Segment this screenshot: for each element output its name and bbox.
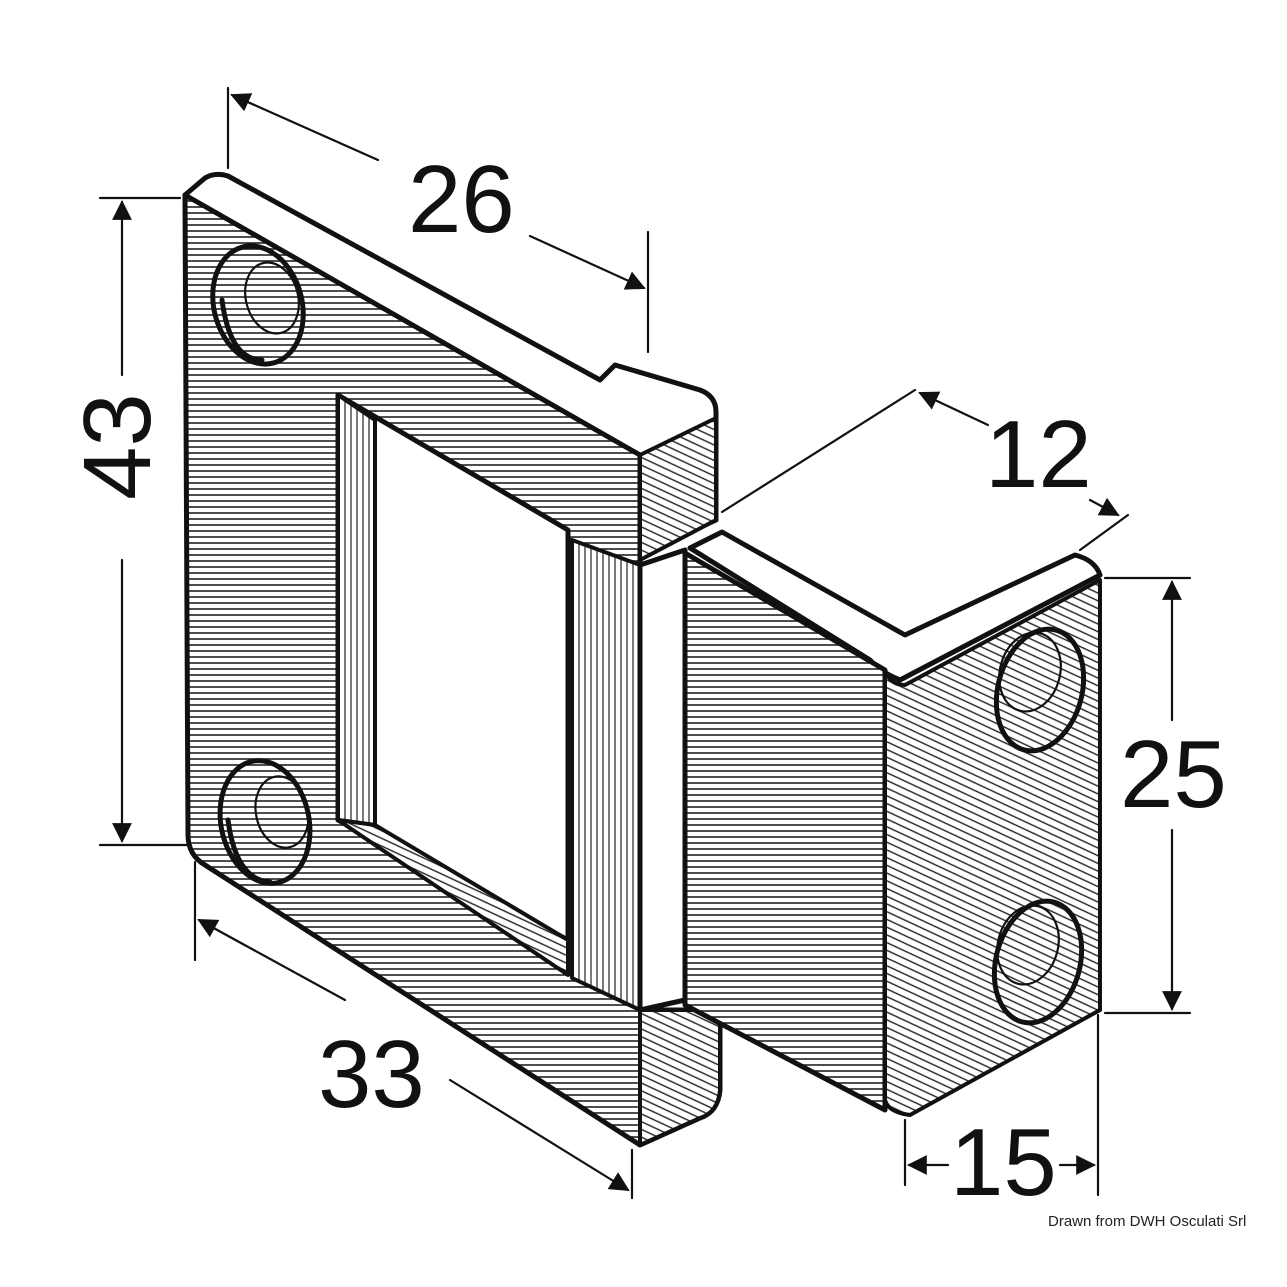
dim-left-height: 43 bbox=[64, 393, 171, 500]
left-knuckle-lower bbox=[638, 1008, 722, 1147]
right-leaf-side-face bbox=[682, 550, 888, 1113]
right-top-screw-hole bbox=[993, 626, 1087, 754]
hinge-pin-front bbox=[637, 547, 688, 1013]
dim-top-width: 26 bbox=[408, 146, 515, 253]
dim-bottom-right-width: 15 bbox=[950, 1109, 1057, 1216]
left-top-screw-hole bbox=[210, 243, 306, 367]
left-bottom-screw-hole bbox=[217, 758, 313, 886]
right-leaf bbox=[682, 529, 1103, 1117]
dim-right-depth: 12 bbox=[985, 401, 1092, 508]
right-leaf-front-face bbox=[883, 578, 1102, 1117]
right-bottom-screw-hole bbox=[991, 898, 1085, 1026]
left-leaf bbox=[182, 171, 723, 1148]
dimension-lines bbox=[98, 86, 1192, 1200]
window-bottom-depth bbox=[336, 818, 570, 977]
dim-bottom-length: 33 bbox=[318, 1021, 425, 1128]
dim-right-height: 25 bbox=[1120, 721, 1227, 828]
left-knuckle-upper bbox=[638, 416, 718, 562]
credit-text: Drawn from DWH Osculati Srl bbox=[1048, 1213, 1246, 1230]
window-left-depth bbox=[336, 393, 377, 827]
hinge-pin-barrel bbox=[570, 538, 642, 1012]
